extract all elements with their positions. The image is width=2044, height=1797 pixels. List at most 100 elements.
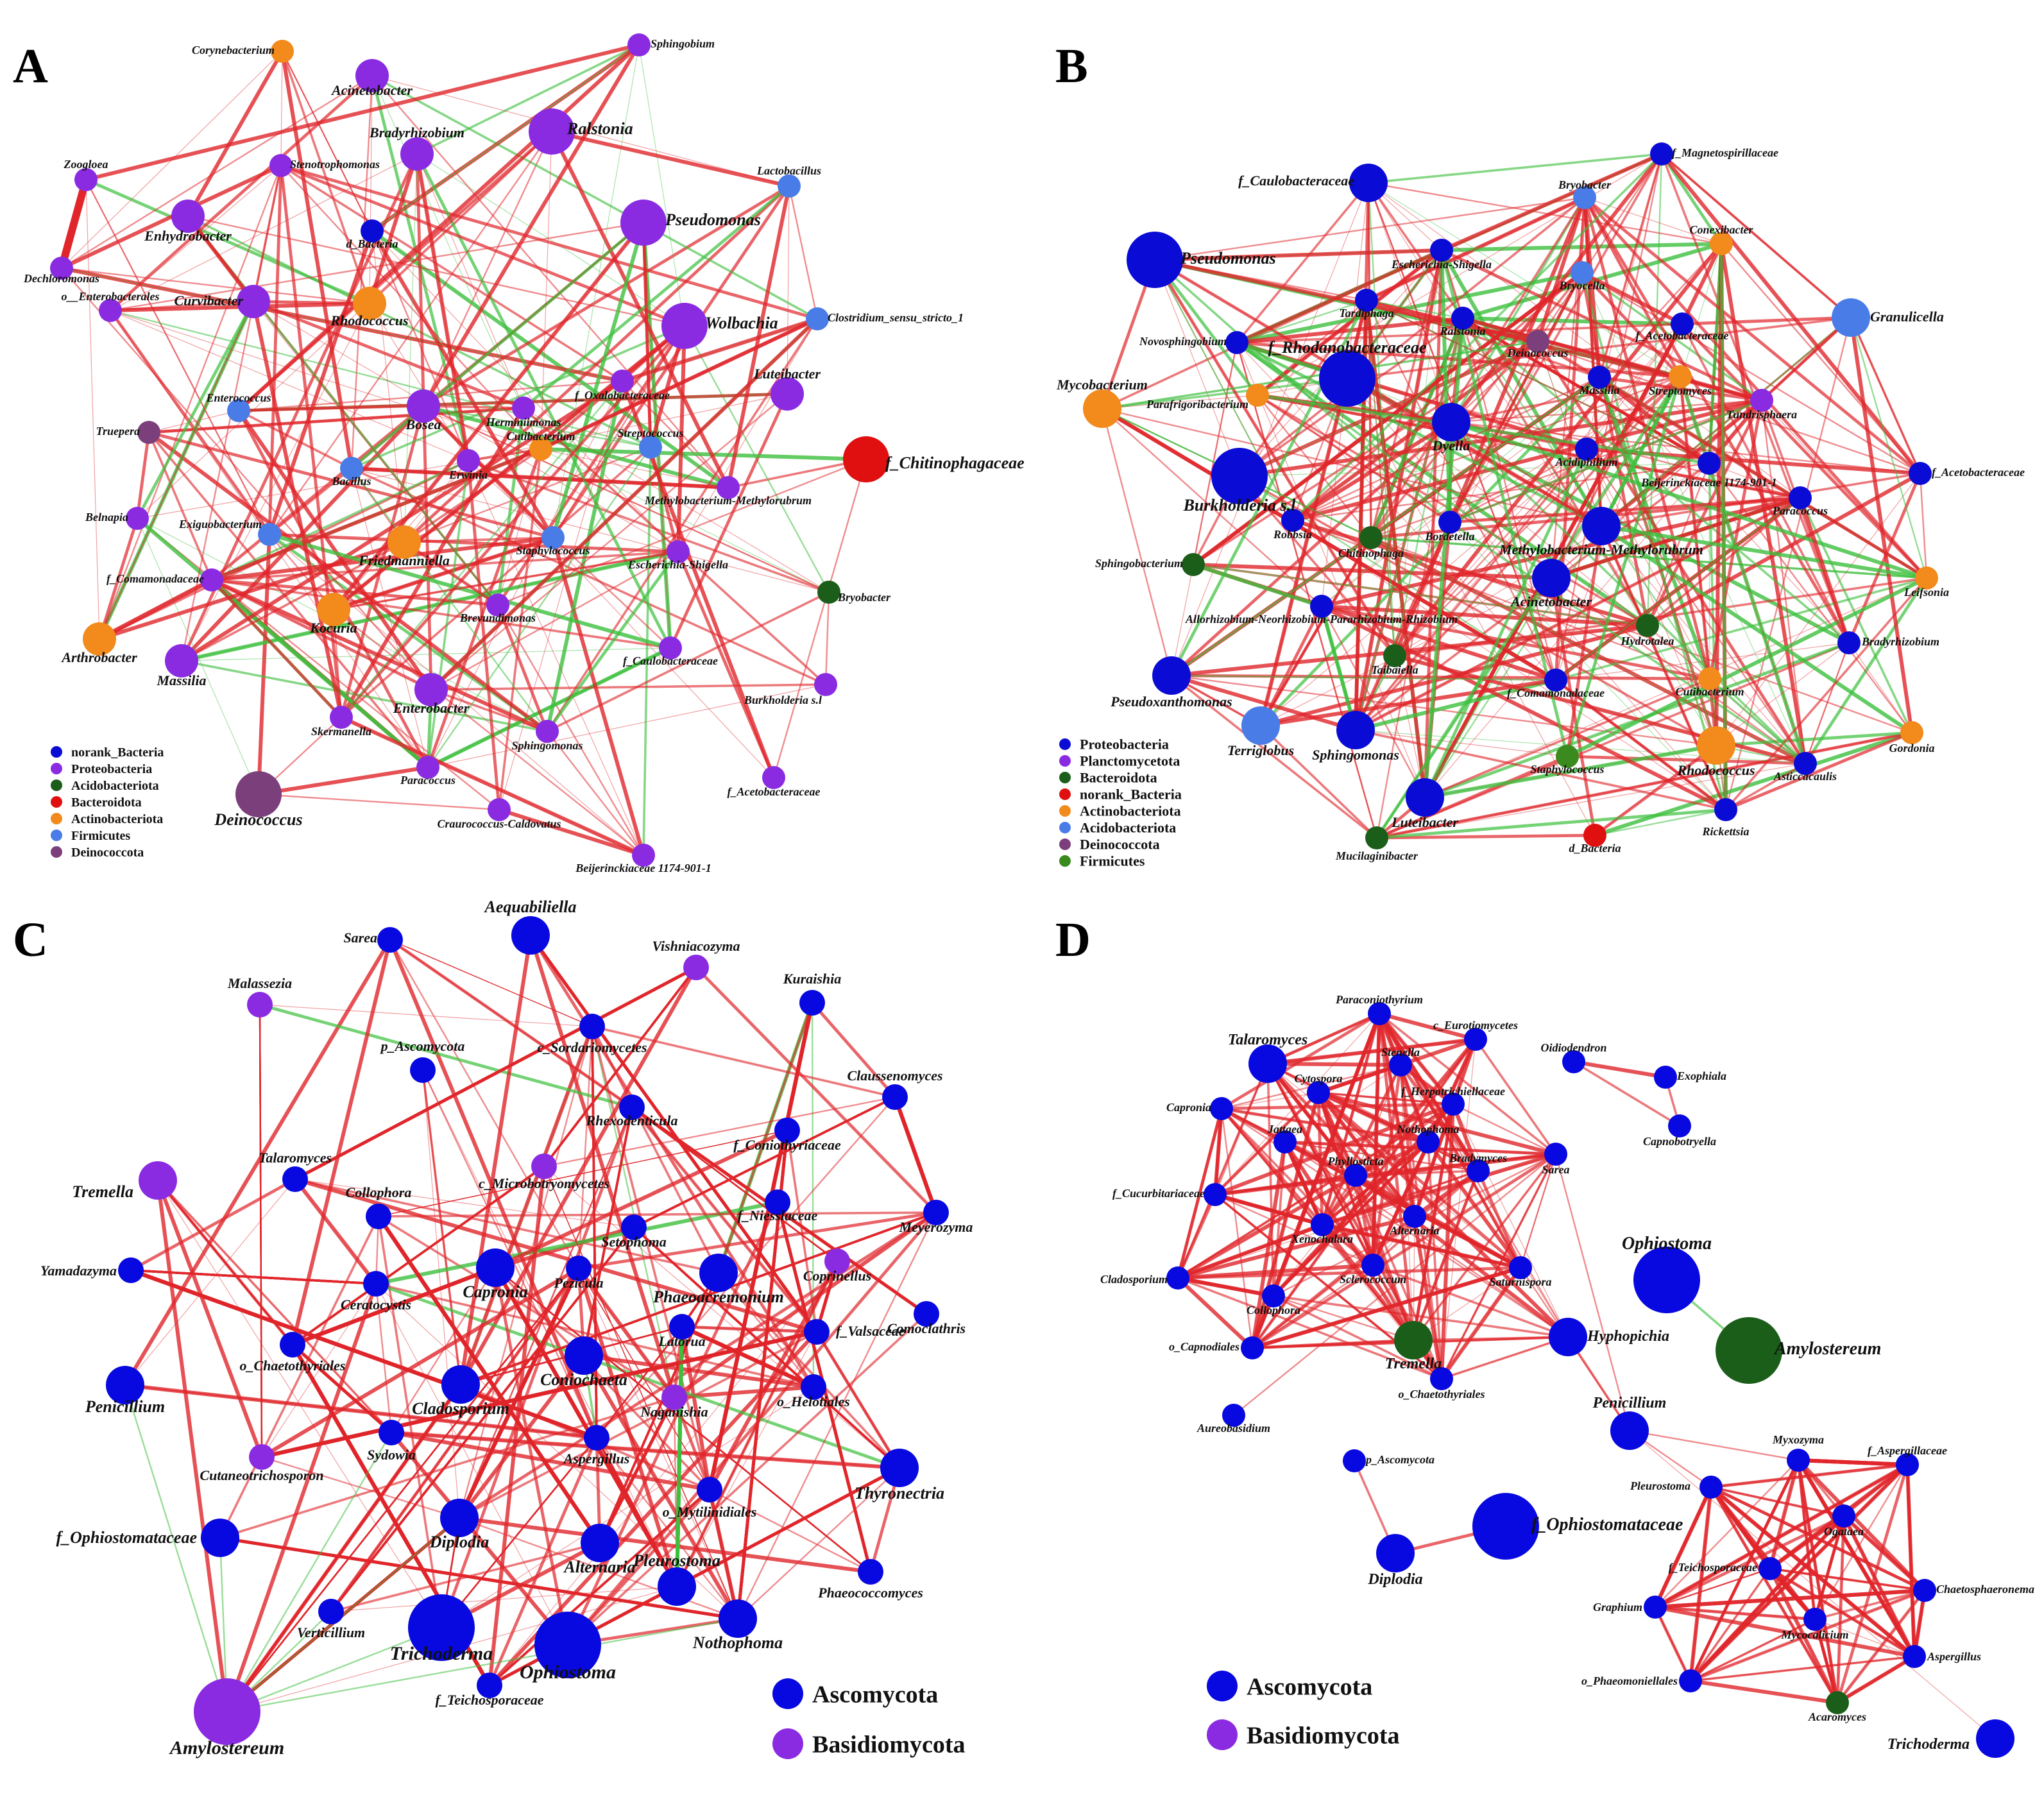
positive-correlation-edge — [124, 1384, 597, 1438]
network-node — [249, 1444, 275, 1470]
network-node — [200, 568, 223, 592]
network-node — [806, 307, 829, 330]
network-node — [566, 1256, 592, 1281]
positive-correlation-edge — [1725, 762, 1806, 811]
node-label: Stenella — [1381, 1046, 1420, 1059]
network-node — [639, 436, 662, 459]
negative-correlation-edge — [1368, 153, 1662, 184]
positive-correlation-edge — [333, 609, 644, 856]
node-label: f_Niesslaceae — [738, 1207, 818, 1223]
positive-correlation-edge — [237, 130, 553, 412]
positive-correlation-edge — [1573, 1060, 1666, 1079]
positive-correlation-edge — [225, 1283, 378, 1712]
node-label: f_Comamonadaceae — [106, 572, 204, 585]
network-node — [697, 1477, 722, 1503]
positive-correlation-edge — [85, 179, 271, 535]
positive-correlation-edge — [489, 1261, 838, 1686]
negative-correlation-edge — [1393, 318, 1464, 656]
node-label: p_Ascomycota — [1365, 1453, 1435, 1466]
node-label: o_Chaetothyriales — [1398, 1388, 1485, 1401]
network-node — [1417, 1130, 1440, 1154]
network-node — [1310, 595, 1333, 618]
legend-swatch — [772, 1678, 803, 1709]
legend-label: Deinococcota — [71, 846, 144, 860]
node-label: Aspergillus — [1927, 1650, 1981, 1663]
network-node — [817, 581, 840, 604]
positive-correlation-edge — [1449, 272, 1583, 523]
node-label: Rickettsia — [1702, 825, 1750, 838]
positive-correlation-edge — [1413, 1216, 1415, 1341]
positive-correlation-edge — [110, 310, 541, 450]
legend-label: Planctomycetota — [1080, 753, 1180, 769]
positive-correlation-edge — [124, 1179, 296, 1386]
positive-correlation-edge — [371, 230, 470, 461]
node-label: o_Chaetothyriales — [239, 1358, 345, 1374]
network-node — [269, 154, 293, 177]
positive-correlation-edge — [1376, 754, 1568, 840]
node-label: Curvibacter — [174, 293, 243, 309]
positive-correlation-edge — [258, 793, 500, 811]
positive-correlation-edge — [578, 1268, 710, 1490]
positive-correlation-edge — [498, 448, 542, 810]
node-label: d_Bacteria — [1569, 842, 1621, 855]
node-label: Trichoderma — [390, 1643, 493, 1664]
node-label: Talaromyces — [259, 1150, 332, 1166]
positive-correlation-edge — [1394, 654, 1806, 765]
network-node — [880, 1449, 919, 1487]
negative-correlation-edge — [1424, 744, 1717, 799]
network-node — [536, 720, 559, 743]
negative-correlation-edge — [1239, 463, 1710, 477]
network-node — [529, 108, 575, 155]
positive-correlation-edge — [294, 966, 697, 1181]
node-label: Naganishia — [640, 1404, 708, 1420]
network-node — [774, 1118, 800, 1143]
node-label: Setophoma — [601, 1234, 666, 1250]
positive-correlation-edge — [259, 1004, 593, 1027]
positive-correlation-edge — [1273, 1295, 1442, 1380]
positive-correlation-edge — [1424, 677, 1710, 799]
positive-correlation-edge — [787, 185, 790, 395]
network-node — [1697, 726, 1735, 765]
network-node — [579, 1014, 605, 1039]
network-node — [581, 1524, 619, 1562]
positive-correlation-edge — [1347, 377, 1801, 499]
positive-correlation-edge — [1320, 1223, 1415, 1341]
network-node — [1210, 1097, 1233, 1120]
positive-correlation-edge — [1837, 1590, 1925, 1703]
positive-correlation-edge — [1375, 422, 1452, 839]
network-node — [1633, 1247, 1700, 1313]
negative-correlation-edge — [1555, 497, 1801, 681]
positive-correlation-edge — [148, 431, 429, 769]
positive-correlation-edge — [186, 50, 284, 217]
node-label: Verticillium — [297, 1624, 365, 1640]
node-label: c_Eurotiomycetes — [1433, 1019, 1518, 1032]
positive-correlation-edge — [1805, 642, 1850, 764]
node-label: Pseudoxanthomonas — [1110, 694, 1232, 710]
network-node — [1127, 232, 1183, 288]
node-label: Staphylococcus — [1531, 763, 1605, 776]
positive-correlation-edge — [1905, 1464, 1916, 1657]
positive-correlation-edge — [1259, 605, 1324, 727]
positive-correlation-edge — [543, 1166, 738, 1619]
positive-correlation-edge — [1267, 1037, 1476, 1066]
positive-correlation-edge — [268, 467, 353, 536]
positive-correlation-edge — [187, 215, 255, 303]
positive-correlation-edge — [1536, 340, 1807, 765]
node-label: Streptococcus — [618, 427, 684, 439]
node-label: Streptomyces — [1649, 384, 1712, 397]
positive-correlation-edge — [378, 1130, 788, 1217]
positive-correlation-edge — [496, 604, 549, 732]
positive-correlation-edge — [497, 604, 645, 856]
positive-correlation-edge — [1354, 250, 1444, 731]
legend-swatch — [1059, 772, 1071, 783]
node-label: Pleurostoma — [633, 1551, 720, 1570]
positive-correlation-edge — [1583, 196, 1851, 644]
positive-correlation-edge — [1655, 1567, 1771, 1608]
positive-correlation-edge — [1550, 323, 1683, 579]
positive-correlation-edge — [459, 935, 532, 1385]
positive-correlation-edge — [551, 537, 645, 856]
node-label: Acinetobacter — [330, 82, 413, 98]
positive-correlation-edge — [543, 1166, 900, 1469]
positive-correlation-edge — [85, 179, 270, 535]
node-label: Phaeococcomyces — [817, 1585, 923, 1601]
